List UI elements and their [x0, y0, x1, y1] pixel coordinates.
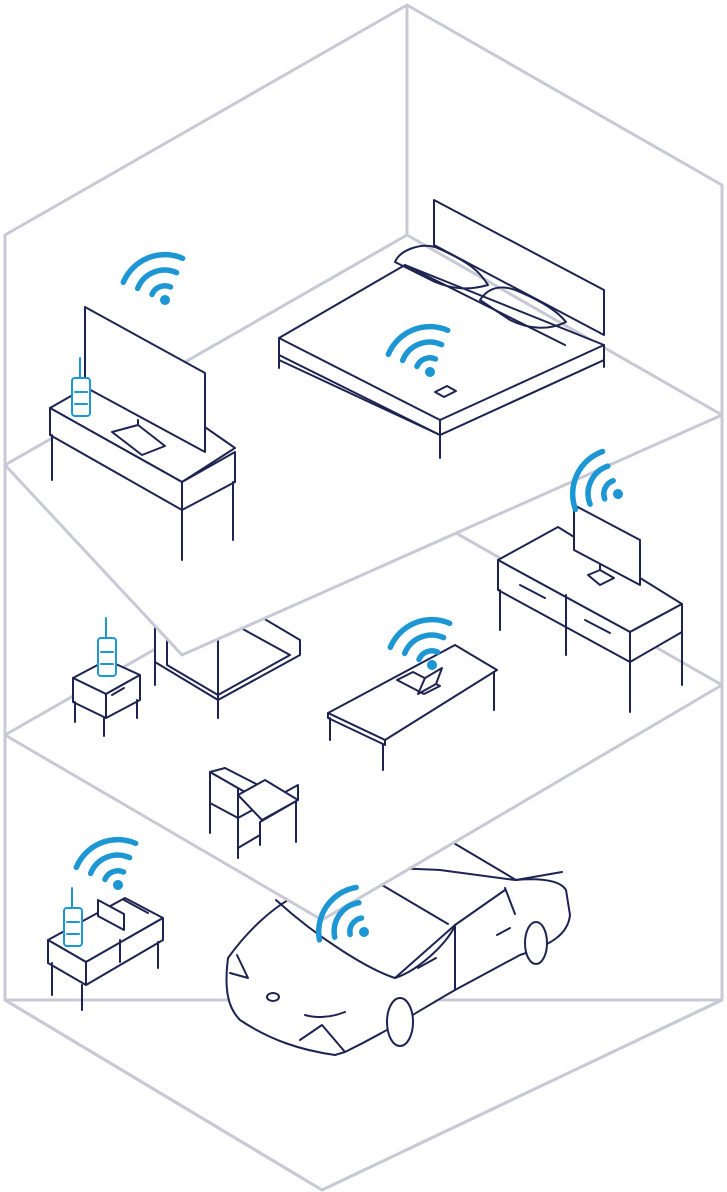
- tv-stand: [49, 306, 236, 561]
- wifi-signal-icon: [387, 616, 453, 670]
- bed: [278, 199, 605, 459]
- powerline-adapter-icon: [63, 887, 83, 947]
- armchair: [209, 767, 299, 859]
- wifi-signal-icon: [73, 836, 139, 890]
- wifi-signal-icon: [385, 323, 451, 377]
- coffee-table: [327, 644, 498, 771]
- wifi-signal-icon: [569, 448, 623, 513]
- powerline-adapter-icon: [71, 357, 91, 417]
- media-console: [497, 504, 683, 713]
- wifi-signal-icon: [316, 884, 369, 943]
- powerline-adapter-icon: [97, 617, 117, 677]
- wifi-signal-icon: [120, 251, 186, 305]
